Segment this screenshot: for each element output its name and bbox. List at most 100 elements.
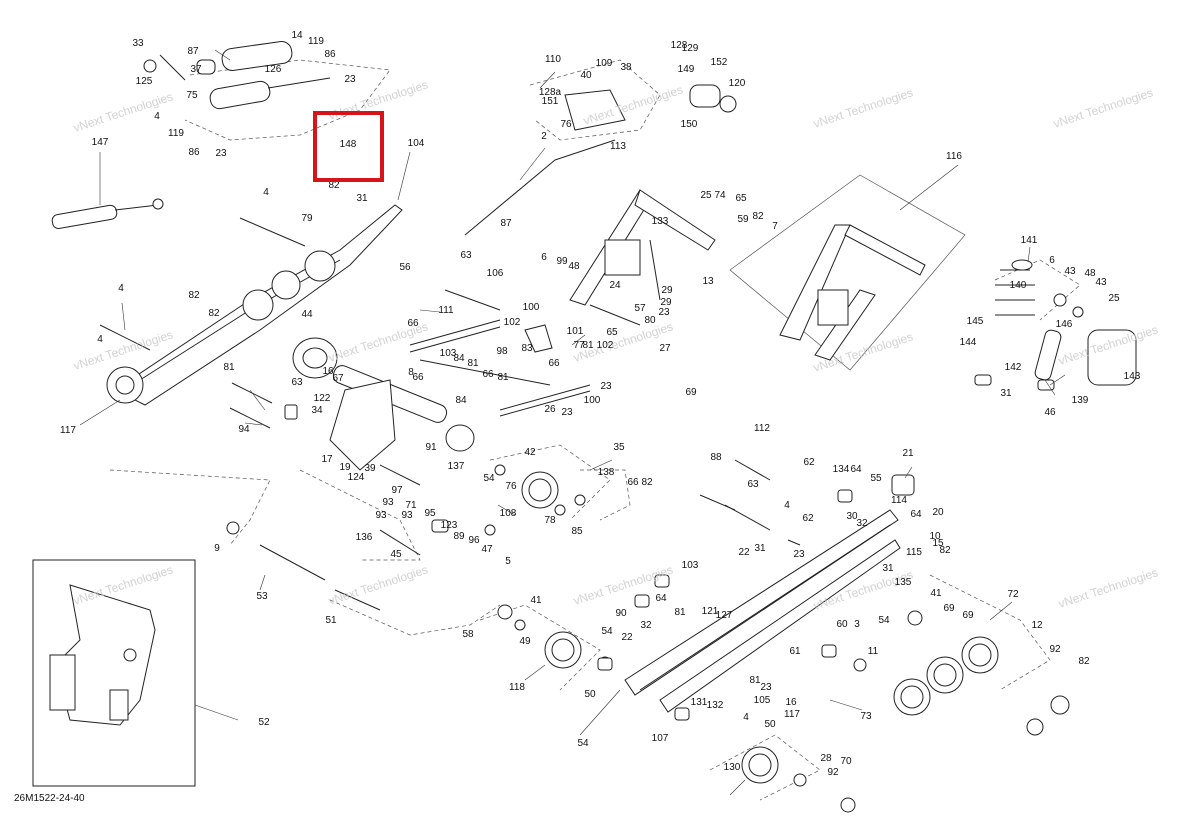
callout-label: 71 bbox=[405, 500, 417, 511]
callout-label: 41 bbox=[530, 595, 542, 606]
callout-label: 96 bbox=[468, 535, 480, 546]
callout-label: 131 bbox=[691, 697, 708, 708]
callout-label: 8 bbox=[408, 367, 414, 378]
callout-label: 62 bbox=[802, 513, 814, 524]
callout-label: 7 bbox=[772, 221, 778, 232]
highlight-148[interactable]: 148 bbox=[313, 111, 384, 182]
callout-label: 83 bbox=[521, 343, 533, 354]
callout-label: 125 bbox=[136, 76, 153, 87]
callout-label: 95 bbox=[424, 508, 436, 519]
callout-label: 22 bbox=[621, 632, 633, 643]
callout-label: 6 bbox=[541, 252, 547, 263]
callout-label: 30 bbox=[846, 511, 858, 522]
callout-label: 103 bbox=[440, 348, 457, 359]
callout-label: 88 bbox=[710, 452, 722, 463]
callout-label: 138 bbox=[598, 467, 615, 478]
callout-label: 6 bbox=[1049, 255, 1055, 266]
callout-label: 63 bbox=[291, 377, 303, 388]
callout-label: 121 bbox=[702, 606, 719, 617]
callout-label: 14 bbox=[291, 30, 303, 41]
callout-label: 35 bbox=[613, 442, 625, 453]
callout-label: 29 bbox=[660, 297, 672, 308]
callout-label: 102 bbox=[597, 340, 614, 351]
callout-label: 58 bbox=[462, 629, 474, 640]
callout-label: 10 bbox=[929, 531, 941, 542]
callout-label: 23 bbox=[760, 682, 772, 693]
callout-label: 24 bbox=[609, 280, 621, 291]
callout-label: 50 bbox=[764, 719, 776, 730]
callout-label: 12 bbox=[1031, 620, 1043, 631]
callout-label: 23 bbox=[658, 307, 670, 318]
callout-label: 84 bbox=[455, 395, 467, 406]
callout-label: 82 bbox=[752, 211, 764, 222]
callout-label: 89 bbox=[453, 531, 465, 542]
callout-label: 86 bbox=[324, 49, 336, 60]
callout-label: 93 bbox=[375, 510, 387, 521]
callout-label: 4 bbox=[118, 283, 124, 294]
callout-label: 98 bbox=[496, 346, 508, 357]
callout-label: 101 bbox=[567, 326, 584, 337]
callout-label: 63 bbox=[460, 250, 472, 261]
callout-label: 124 bbox=[348, 472, 365, 483]
callout-label: 73 bbox=[860, 711, 872, 722]
callout-label: 128a bbox=[539, 87, 562, 98]
callout-label: 109 bbox=[596, 58, 613, 69]
callout-label: 82 bbox=[641, 477, 653, 488]
callout-label: 51 bbox=[325, 615, 337, 626]
callout-label: 69 bbox=[962, 610, 974, 621]
callout-label: 65 bbox=[606, 327, 618, 338]
callout-label: 77 bbox=[573, 340, 585, 351]
callout-label: 87 bbox=[500, 218, 512, 229]
callout-label: 82 bbox=[939, 545, 951, 556]
callout-label: 34 bbox=[311, 405, 323, 416]
callout-label: 86 bbox=[188, 147, 200, 158]
callout-label: 66 bbox=[412, 372, 424, 383]
callout-label: 21 bbox=[902, 448, 914, 459]
callout-label: 80 bbox=[644, 315, 656, 326]
callout-label: 45 bbox=[390, 549, 402, 560]
callout-label: 114 bbox=[891, 495, 907, 506]
callout-label: 116 bbox=[946, 151, 962, 162]
callout-label: 76 bbox=[505, 481, 517, 492]
callout-label: 52 bbox=[258, 717, 270, 728]
callout-label: 31 bbox=[1000, 388, 1012, 399]
callout-label: 41 bbox=[930, 588, 942, 599]
callout-label: 62 bbox=[803, 457, 815, 468]
highlight-label: 148 bbox=[340, 139, 357, 150]
callout-label: 142 bbox=[1005, 362, 1022, 373]
callout-label: 4 bbox=[154, 111, 160, 122]
callout-label: 69 bbox=[943, 603, 955, 614]
callout-label: 78 bbox=[544, 515, 556, 526]
callout-label: 37 bbox=[190, 64, 202, 75]
callout-label: 20 bbox=[932, 507, 944, 518]
watermark-text: vNext Technologies bbox=[1052, 85, 1155, 130]
callout-label: 84 bbox=[453, 353, 465, 364]
callout-label: 29 bbox=[661, 285, 673, 296]
callout-label: 110 bbox=[545, 54, 561, 65]
diagram-code: 26M1522-24-40 bbox=[14, 793, 85, 804]
callout-label: 119 bbox=[168, 128, 184, 139]
callout-label: 119 bbox=[308, 36, 324, 47]
callout-label: 56 bbox=[399, 262, 411, 273]
callout-label: 59 bbox=[737, 214, 749, 225]
callout-label: 60 bbox=[836, 619, 848, 630]
callout-label: 19 bbox=[339, 462, 351, 473]
watermark-text: vNext Technologies bbox=[812, 85, 915, 130]
callout-label: 79 bbox=[301, 213, 313, 224]
callout-label: 16 bbox=[322, 366, 334, 377]
callout-label: 118 bbox=[509, 682, 525, 693]
callout-label: 151 bbox=[542, 96, 559, 107]
callout-label: 129 bbox=[682, 43, 699, 54]
watermark-text: vNext Technologies bbox=[327, 562, 430, 607]
callout-label: 90 bbox=[615, 608, 627, 619]
callout-label: 82 bbox=[1078, 656, 1090, 667]
callout-label: 93 bbox=[382, 497, 394, 508]
callout-label: 22 bbox=[738, 547, 750, 558]
callout-label: 115 bbox=[906, 547, 922, 558]
callout-label: 4 bbox=[263, 187, 269, 198]
callout-label: 81 bbox=[749, 675, 761, 686]
callout-label: 147 bbox=[92, 137, 109, 148]
callout-label: 144 bbox=[960, 337, 977, 348]
callout-label: 31 bbox=[882, 563, 894, 574]
